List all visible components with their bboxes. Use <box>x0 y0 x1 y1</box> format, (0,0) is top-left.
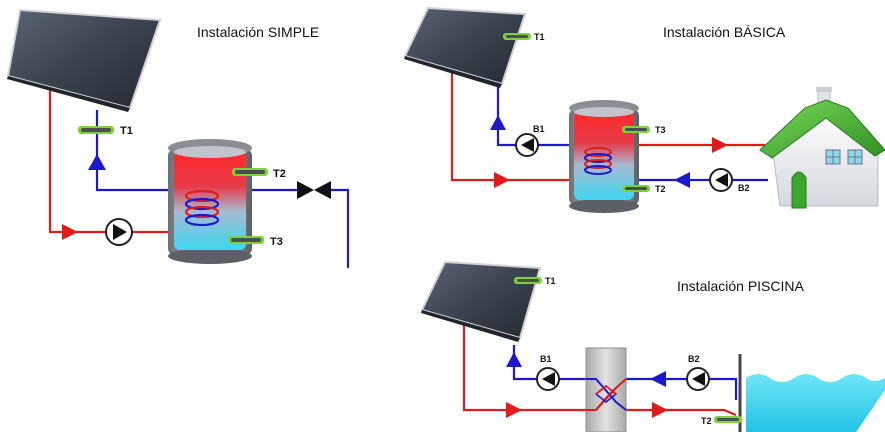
simple-t3-label: T3 <box>270 236 283 248</box>
simple-t2-sensor-icon <box>232 168 268 176</box>
basica-t3-sensor-icon <box>622 126 650 133</box>
piscina-flow-arrow-hot <box>506 402 522 418</box>
simple-installation: Instalación SIMPLE T1 <box>6 8 350 268</box>
simple-flow-arrow-hot <box>62 224 78 240</box>
basica-t2-label: T2 <box>655 184 666 194</box>
house-icon <box>759 87 885 209</box>
simple-title: Instalación SIMPLE <box>197 24 319 40</box>
simple-t1-label: T1 <box>120 125 133 137</box>
basica-flow-arrow-cold <box>490 115 506 130</box>
basica-flow-arrow-to-house <box>712 137 728 153</box>
basica-t3-label: T3 <box>655 125 666 135</box>
piscina-t2-sensor-icon <box>714 416 742 423</box>
basica-b1-label: B1 <box>533 124 545 134</box>
solar-panel-icon <box>6 8 162 112</box>
simple-pipes <box>48 86 350 268</box>
basica-t1-sensor-icon <box>503 33 531 40</box>
basica-title: Instalación BÁSICA <box>663 24 786 40</box>
basica-t2-sensor-icon <box>622 185 650 192</box>
piscina-b2-label: B2 <box>688 354 700 364</box>
basica-b2-label: B2 <box>738 183 750 193</box>
basica-t1-label: T1 <box>534 32 545 42</box>
pump-icon <box>686 367 710 391</box>
piscina-flow-arrow-cold <box>506 352 522 367</box>
basica-installation: Instalación BÁSICA T1 B1 <box>403 6 885 213</box>
basica-flow-arrow-from-house <box>674 172 690 188</box>
simple-t3-sensor-icon <box>228 236 264 244</box>
piscina-flow-arrow-to-pool <box>652 402 668 418</box>
piscina-installation: Instalación PISCINA T1 B1 <box>420 260 885 432</box>
basica-flow-arrow-hot <box>494 172 510 188</box>
pump-icon <box>709 168 733 192</box>
pump-icon <box>105 218 133 246</box>
simple-t1-sensor-icon <box>78 126 114 134</box>
piscina-t2-label: T2 <box>701 416 712 426</box>
basica-pipes <box>450 66 768 182</box>
piscina-b1-label: B1 <box>540 354 552 364</box>
piscina-t1-label: T1 <box>545 276 556 286</box>
solar-panel-icon <box>403 6 527 88</box>
pump-icon <box>536 367 560 391</box>
simple-t2-label: T2 <box>273 168 286 180</box>
tank-with-coil-icon <box>569 100 639 213</box>
solar-panel-icon <box>420 260 542 342</box>
valve-icon <box>297 181 331 199</box>
piscina-flow-arrow-from-pool <box>650 371 666 387</box>
pool-icon <box>738 354 885 432</box>
tank-with-coil-icon <box>168 139 252 264</box>
heat-exchanger-icon <box>585 347 627 432</box>
piscina-t1-sensor-icon <box>514 277 542 284</box>
simple-flow-arrow-cold <box>88 154 106 170</box>
piscina-title: Instalación PISCINA <box>677 278 804 294</box>
pump-icon <box>515 133 539 157</box>
